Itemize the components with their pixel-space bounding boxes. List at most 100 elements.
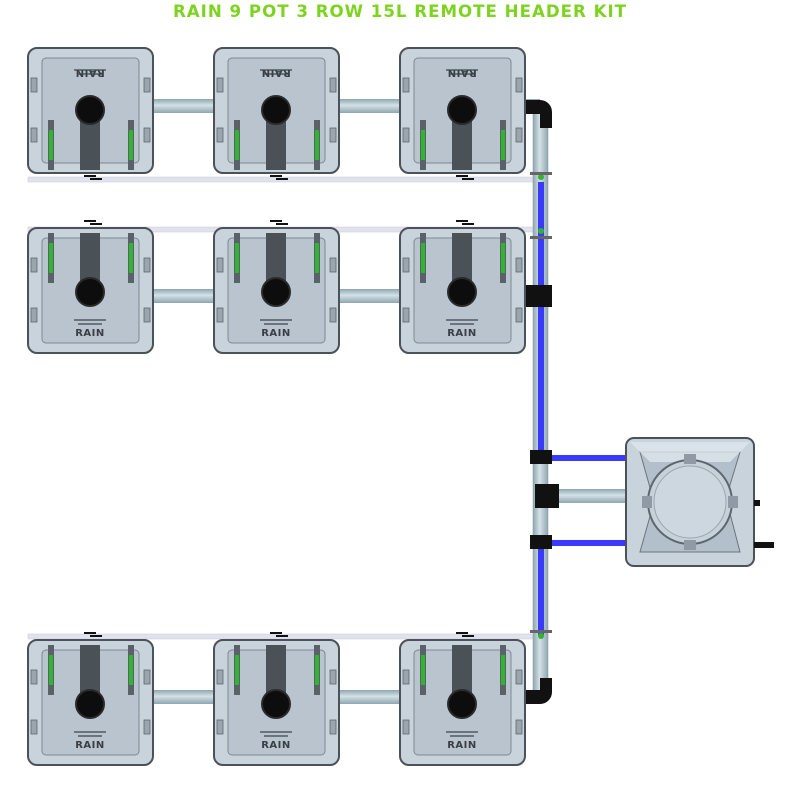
remote-reservoir — [625, 437, 774, 567]
pot-marker — [315, 655, 319, 685]
pipe-collar — [530, 630, 552, 633]
pot-marker — [235, 243, 239, 273]
pot-logo-icon — [446, 69, 478, 75]
drip-stake — [276, 223, 288, 225]
reservoir-tab — [684, 454, 696, 464]
pot-row-1-3: RAIN — [399, 47, 526, 180]
pot-tab — [143, 77, 151, 93]
drip-stake — [456, 220, 468, 222]
fitting-block-mid — [530, 450, 552, 464]
pipe-row-1-b — [336, 99, 406, 113]
pot-tab — [143, 307, 151, 323]
pot-label: RAIN — [261, 328, 291, 339]
drip-stake — [84, 632, 96, 634]
pot-logo-icon — [74, 69, 106, 75]
pot-logo-icon — [74, 319, 106, 325]
drip-stake — [270, 632, 282, 634]
drip-stake — [276, 178, 288, 180]
pot-logo-icon — [74, 731, 106, 737]
pot-tab — [30, 127, 38, 143]
pipe-collar — [530, 172, 552, 175]
feed-line-to-reservoir-bottom — [544, 540, 632, 546]
pot-label: RAIN — [447, 328, 477, 339]
feed-lines — [538, 182, 632, 635]
pot-tab — [329, 127, 337, 143]
fitting-block-low — [530, 535, 552, 549]
pot-row-3-1: RAIN — [27, 632, 154, 766]
pot-row-2-2: RAIN — [213, 220, 340, 354]
pot-drip-hole-icon — [75, 689, 105, 719]
fittings — [522, 100, 559, 704]
tee-fitting-reservoir — [535, 484, 559, 508]
pipe-row-3-a — [150, 690, 220, 704]
drip-stake — [462, 635, 474, 637]
pot-drip-hole-icon — [447, 689, 477, 719]
pot-drip-hole-icon — [447, 95, 477, 125]
pot-tab — [216, 719, 224, 735]
connector-icon — [538, 633, 544, 639]
drip-stake — [456, 175, 468, 177]
pot-drip-hole-icon — [75, 95, 105, 125]
pot-logo-icon — [446, 731, 478, 737]
pot-tab — [515, 307, 523, 323]
pot-tab — [143, 257, 151, 273]
pot-tab — [216, 307, 224, 323]
drip-stake — [462, 178, 474, 180]
pipe-row-2-b — [336, 289, 406, 303]
pot-logo-icon — [260, 731, 292, 737]
pot-tab — [329, 307, 337, 323]
pot-row-3-3: RAIN — [399, 632, 526, 766]
drip-stake — [270, 220, 282, 222]
pipe-collar — [530, 236, 552, 239]
pot-drip-hole-icon — [75, 277, 105, 307]
drip-stake — [84, 175, 96, 177]
pot-label: RAIN — [261, 740, 291, 751]
drip-stake — [90, 178, 102, 180]
drip-stake — [90, 223, 102, 225]
pot-tab — [216, 669, 224, 685]
pot-tab — [402, 307, 410, 323]
pot-row-2-3: RAIN — [399, 220, 526, 354]
pot-marker — [501, 655, 505, 685]
pot-marker — [235, 130, 239, 160]
pot-label: RAIN — [447, 740, 477, 751]
feed-line-vertical-1 — [538, 182, 544, 452]
pot-marker — [49, 243, 53, 273]
elbow-top-icon — [522, 100, 552, 128]
pot-label: RAIN — [447, 67, 477, 78]
pot-tab — [329, 77, 337, 93]
pot-tab — [143, 669, 151, 685]
pot-tab — [329, 719, 337, 735]
pot-marker — [501, 130, 505, 160]
tee-fitting-row-2 — [522, 285, 552, 307]
pot-tab — [402, 719, 410, 735]
pipe-row-2-a — [150, 289, 220, 303]
pot-drip-hole-icon — [261, 277, 291, 307]
pot-tab — [216, 127, 224, 143]
pot-marker — [235, 655, 239, 685]
pot-tab — [402, 77, 410, 93]
pot-row-1-1: RAIN — [27, 47, 154, 180]
pot-marker — [49, 130, 53, 160]
pipe-row-1-a — [150, 99, 220, 113]
pipe-row-3-b — [336, 690, 406, 704]
pot-marker — [129, 655, 133, 685]
pot-marker — [315, 243, 319, 273]
feed-line-to-reservoir-top — [544, 455, 632, 461]
connector-icon — [538, 174, 544, 180]
pot-label: RAIN — [75, 740, 105, 751]
pot-marker — [501, 243, 505, 273]
pot-drip-hole-icon — [447, 277, 477, 307]
pot-marker — [129, 130, 133, 160]
pot-tab — [143, 719, 151, 735]
pot-tab — [402, 257, 410, 273]
pot-tab — [30, 669, 38, 685]
pot-tab — [515, 257, 523, 273]
pot-marker — [421, 655, 425, 685]
elbow-bottom-icon — [522, 678, 552, 704]
pot-tab — [30, 77, 38, 93]
connector-icon — [538, 228, 544, 234]
pot-drip-hole-icon — [261, 689, 291, 719]
pot-tab — [515, 669, 523, 685]
